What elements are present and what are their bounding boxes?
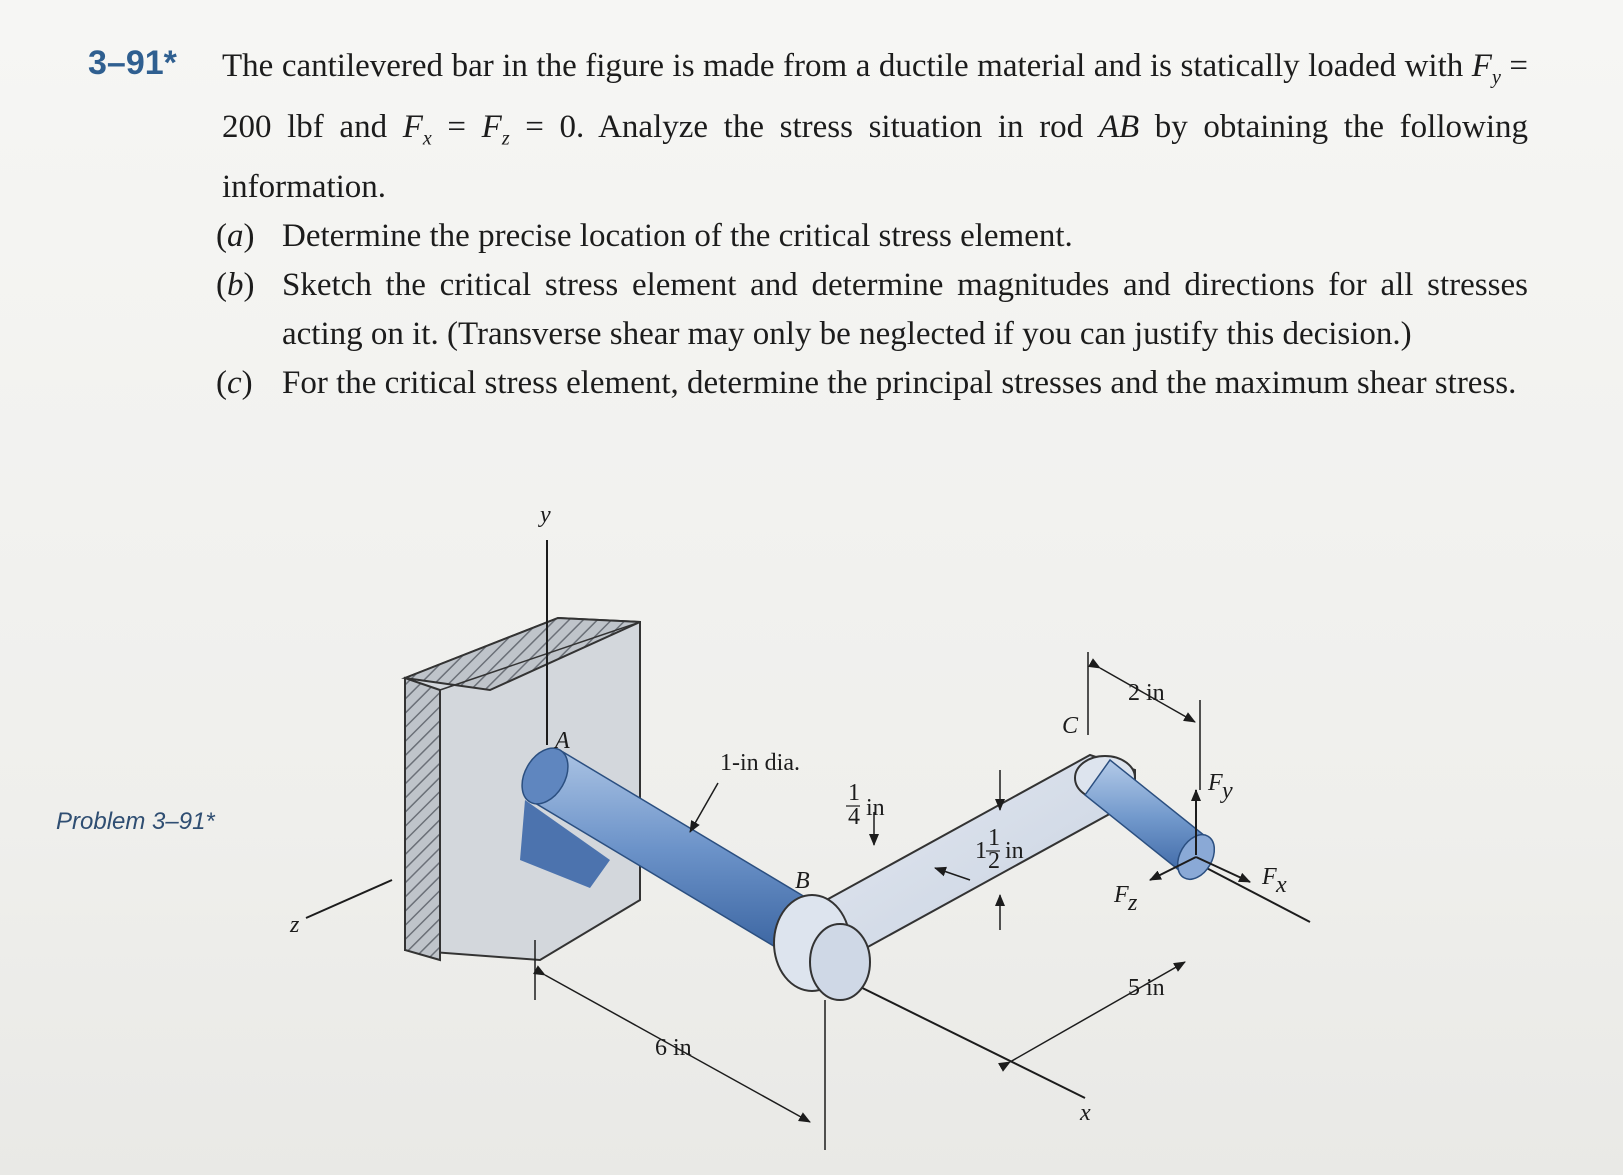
- part-a: (a) Determine the precise location of th…: [216, 212, 1528, 261]
- z-axis-line: [305, 879, 393, 919]
- point-a-label: A: [553, 728, 570, 754]
- plate-thickness-label: 1 4 in: [846, 780, 885, 830]
- svg-text:y: y: [1220, 778, 1233, 804]
- x-axis-label: x: [1079, 1100, 1091, 1126]
- part-c-label: (c): [216, 365, 253, 402]
- svg-text:1: 1: [848, 780, 860, 806]
- svg-text:2: 2: [988, 848, 1000, 874]
- problem-statement: The cantilevered bar in the figure is ma…: [216, 42, 1528, 408]
- dim-6in-label: 6 in: [655, 1035, 692, 1061]
- part-a-text: Determine the precise location of the cr…: [282, 218, 1073, 255]
- plate-width-label: 1 1 2 in: [975, 825, 1024, 874]
- svg-text:1: 1: [975, 838, 987, 864]
- part-a-label: (a): [216, 218, 255, 255]
- dimension-lines: [532, 652, 1201, 1150]
- svg-text:in: in: [866, 795, 885, 821]
- y-axis-label: y: [538, 502, 551, 528]
- fx-axis-line: [1194, 861, 1311, 923]
- force-x-arrow: [1195, 856, 1251, 883]
- dim-2in-label: 2 in: [1128, 680, 1165, 706]
- svg-text:1: 1: [988, 825, 1000, 851]
- svg-text:F: F: [1261, 864, 1277, 890]
- part-c-text: For the critical stress element, determi…: [282, 365, 1517, 402]
- part-b-text: Sketch the critical stress element and d…: [282, 267, 1528, 353]
- rod-c: [1083, 758, 1216, 881]
- point-c-label: C: [1062, 713, 1079, 739]
- rod-diameter-label: 1-in dia.: [720, 750, 800, 776]
- part-b: (b) Sketch the critical stress element a…: [216, 261, 1528, 359]
- plate-bc: [773, 753, 1136, 1001]
- point-b-label: B: [795, 868, 810, 894]
- part-c: (c) For the critical stress element, det…: [216, 359, 1528, 408]
- problem-intro: The cantilevered bar in the figure is ma…: [222, 48, 1528, 206]
- force-z-label: F z: [1113, 882, 1138, 916]
- x-axis-line: [829, 971, 1086, 1099]
- problem-number: 3–91*: [88, 44, 177, 82]
- svg-text:x: x: [1275, 872, 1287, 898]
- svg-text:F: F: [1207, 770, 1223, 796]
- force-y-label: F y: [1207, 770, 1233, 804]
- z-axis-label: z: [289, 912, 300, 938]
- svg-text:in: in: [1005, 838, 1024, 864]
- part-b-label: (b): [216, 267, 255, 304]
- figure-caption: Problem 3–91*: [56, 808, 215, 835]
- rod-ab: [520, 747, 842, 968]
- svg-text:4: 4: [848, 804, 860, 830]
- svg-text:F: F: [1113, 882, 1129, 908]
- svg-text:z: z: [1127, 890, 1138, 916]
- force-z-arrow: [1149, 856, 1197, 881]
- dim-5in-label: 5 in: [1128, 975, 1165, 1001]
- force-x-label: F x: [1261, 864, 1287, 898]
